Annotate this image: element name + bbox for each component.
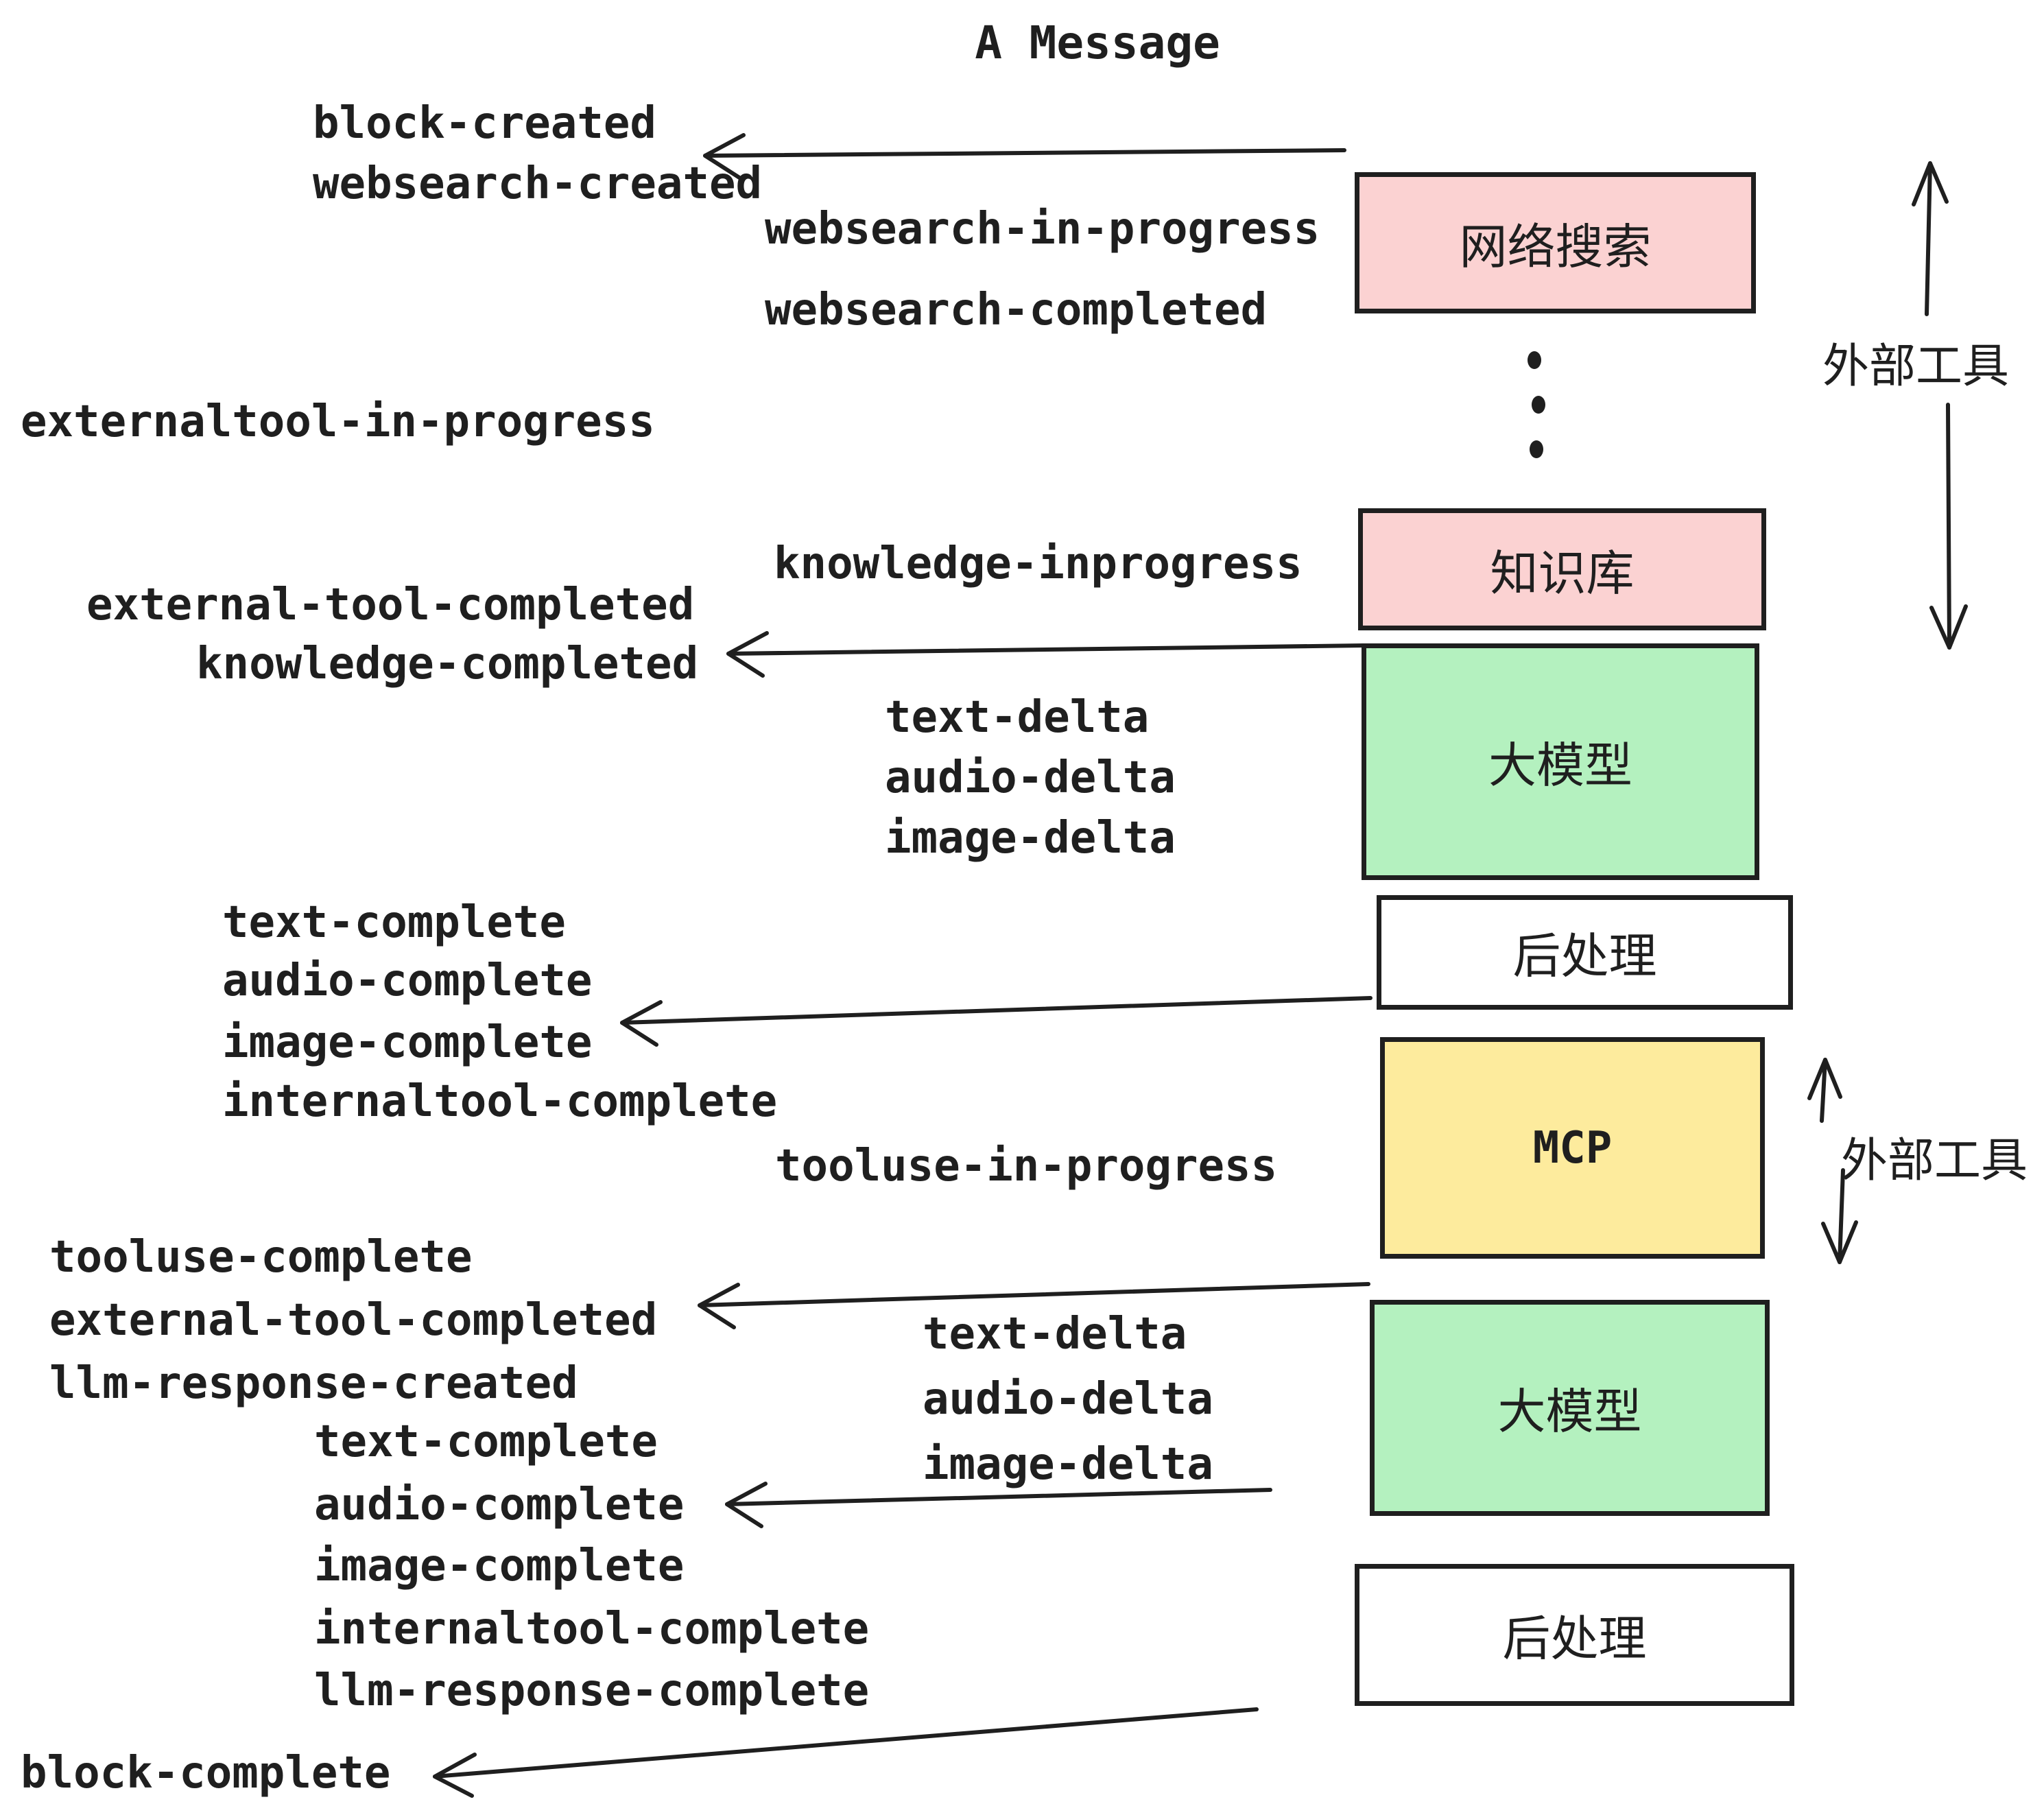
arrow-llm2-to-audio-complete <box>725 1482 1272 1528</box>
dot <box>1532 396 1545 414</box>
arrow-line <box>620 996 1372 1025</box>
box-websearch: 网络搜索 <box>1355 172 1756 313</box>
page-title: A Message <box>975 16 1220 69</box>
arrow-line <box>703 148 1346 158</box>
event-tooluse-complete: tooluse-complete <box>49 1232 473 1283</box>
event-image-delta-1: image-delta <box>885 813 1176 864</box>
event-external-tool-completed-1: external-tool-completed <box>86 580 695 630</box>
box-postprocess-1: 后处理 <box>1377 895 1793 1010</box>
box-llm-2: 大模型 <box>1370 1300 1770 1516</box>
event-knowledge-inprogress: knowledge-inprogress <box>774 538 1303 589</box>
arrow-post2-to-block-complete <box>433 1707 1259 1798</box>
external-tool-down-arrow <box>1929 403 1968 650</box>
arrow-llm2-to-external-tool-completed <box>698 1282 1370 1329</box>
arrow-head-icon <box>703 133 746 180</box>
external-tool-label-mcp: 外部工具 <box>1841 1134 2028 1188</box>
dot <box>1530 440 1543 458</box>
arrow-head-icon <box>1821 1220 1858 1264</box>
dot <box>1528 351 1541 369</box>
event-text-complete-1: text-complete <box>222 897 566 948</box>
arrow-line <box>1838 1168 1845 1264</box>
arrow-websearch-to-created <box>703 133 1346 180</box>
box-llm-1: 大模型 <box>1362 643 1759 880</box>
arrow-head-icon <box>433 1753 477 1798</box>
event-block-complete: block-complete <box>21 1748 391 1799</box>
external-tool-label-top: 外部工具 <box>1822 340 2010 394</box>
arrow-head-icon <box>1929 604 1968 650</box>
arrow-head-icon <box>698 1283 740 1329</box>
event-audio-complete-2: audio-complete <box>314 1480 685 1530</box>
event-text-complete-2: text-complete <box>314 1416 658 1467</box>
box-mcp: MCP <box>1380 1037 1765 1259</box>
arrow-head-icon <box>726 631 769 678</box>
event-external-tool-completed-2: external-tool-completed <box>49 1295 658 1346</box>
event-knowledge-completed: knowledge-completed <box>196 639 699 689</box>
arrow-line <box>1925 161 1932 316</box>
event-externaltool-in-progress: externaltool-in-progress <box>21 396 655 447</box>
event-text-delta-1: text-delta <box>885 692 1150 743</box>
mcp-external-tool-down-arrow <box>1821 1168 1858 1264</box>
arrow-head-icon <box>725 1482 768 1528</box>
mcp-external-tool-up-arrow <box>1807 1058 1842 1123</box>
arrow-post1-to-image-complete <box>620 996 1372 1047</box>
arrow-line <box>698 1282 1370 1307</box>
box-postprocess-2-label: 后处理 <box>1502 1611 1647 1667</box>
arrow-head-icon <box>1912 161 1949 206</box>
event-websearch-created: websearch-created <box>313 158 763 209</box>
arrow-line <box>433 1707 1259 1779</box>
event-llm-response-complete: llm-response-complete <box>314 1665 870 1716</box>
event-internaltool-complete-2: internaltool-complete <box>314 1604 870 1654</box>
event-websearch-in-progress: websearch-in-progress <box>765 204 1320 254</box>
arrow-head-icon <box>1807 1058 1842 1100</box>
event-block-created: block-created <box>313 98 656 149</box>
event-tooluse-in-progress: tooluse-in-progress <box>775 1141 1278 1191</box>
box-postprocess-1-label: 后处理 <box>1512 928 1657 984</box>
box-postprocess-2: 后处理 <box>1355 1564 1794 1706</box>
box-knowledge: 知识库 <box>1358 508 1766 630</box>
event-image-complete-1: image-complete <box>222 1017 593 1068</box>
box-mcp-label: MCP <box>1532 1122 1613 1174</box>
event-audio-delta-2: audio-delta <box>923 1374 1213 1425</box>
box-websearch-label: 网络搜索 <box>1459 218 1652 275</box>
event-audio-complete-1: audio-complete <box>222 956 593 1006</box>
ellipsis-dots <box>1528 351 1545 458</box>
event-audio-delta-1: audio-delta <box>885 752 1176 803</box>
arrow-line <box>726 643 1366 656</box>
event-image-complete-2: image-complete <box>314 1541 685 1591</box>
event-llm-response-created: llm-response-created <box>49 1358 578 1409</box>
event-websearch-completed: websearch-completed <box>765 285 1268 335</box>
event-text-delta-2: text-delta <box>923 1309 1187 1360</box>
arrow-head-icon <box>620 1000 663 1047</box>
arrow-knowledge-to-completed <box>726 631 1366 678</box>
external-tool-up-arrow <box>1912 161 1949 316</box>
event-internaltool-complete-1: internaltool-complete <box>222 1076 778 1127</box>
arrow-line <box>725 1488 1272 1506</box>
arrow-line <box>1946 403 1951 650</box>
box-knowledge-label: 知识库 <box>1490 545 1635 602</box>
arrow-line <box>1820 1058 1827 1123</box>
box-llm-2-label: 大模型 <box>1497 1384 1642 1440</box>
event-image-delta-2: image-delta <box>923 1439 1213 1490</box>
box-llm-1-label: 大模型 <box>1488 737 1632 794</box>
